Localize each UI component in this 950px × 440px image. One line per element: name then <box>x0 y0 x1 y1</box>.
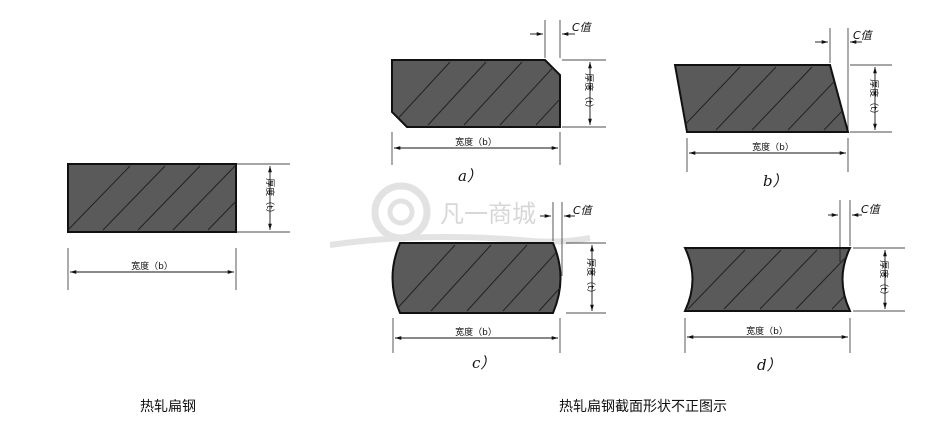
section-d: C值 厚度（t） 宽度（b） d） <box>683 200 905 374</box>
width-label-d: 宽度（b） <box>746 325 788 337</box>
main-section: 厚度（t） 宽度（b） <box>67 163 290 290</box>
sublabel-b: b） <box>763 172 788 190</box>
width-label-a: 宽度（b） <box>455 136 497 148</box>
width-label-b: 宽度（b） <box>752 141 794 153</box>
caption-right: 热轧扁钢截面形状不正图示 <box>559 399 727 415</box>
main-width-label: 宽度（b） <box>131 260 173 272</box>
c-value-label-d: C值 <box>861 203 882 216</box>
width-label-c: 宽度（b） <box>455 326 497 338</box>
shape-c <box>391 242 562 314</box>
main-thickness-label: 厚度（t） <box>264 178 276 218</box>
sublabel-d: d） <box>757 356 782 374</box>
sublabel-c: c） <box>472 354 495 372</box>
thickness-label-a: 厚度（t） <box>583 73 595 113</box>
thickness-label-b: 厚度（t） <box>868 79 880 119</box>
c-value-label-a: C值 <box>572 21 593 34</box>
c-value-label-b: C值 <box>853 29 874 42</box>
sublabel-a: a） <box>458 167 482 185</box>
thickness-label-d: 厚度（t） <box>878 260 890 300</box>
thickness-label-c: 厚度（t） <box>585 258 597 298</box>
caption-left: 热轧扁钢 <box>140 399 196 415</box>
section-c: C值 厚度（t） 宽度（b） c） <box>391 202 606 372</box>
shape-a <box>391 59 561 128</box>
shape-b <box>673 64 850 133</box>
section-a: C值 厚度（t） 宽度（b） a） <box>391 20 606 185</box>
c-value-label-c: C值 <box>573 204 594 217</box>
main-hatch <box>68 165 236 231</box>
section-b: C值 厚度（t） 宽度（b） b） <box>673 28 892 190</box>
watermark-text: 凡一商城 <box>440 200 536 228</box>
watermark: 凡一商城 <box>329 182 591 248</box>
main-shape <box>67 163 237 233</box>
